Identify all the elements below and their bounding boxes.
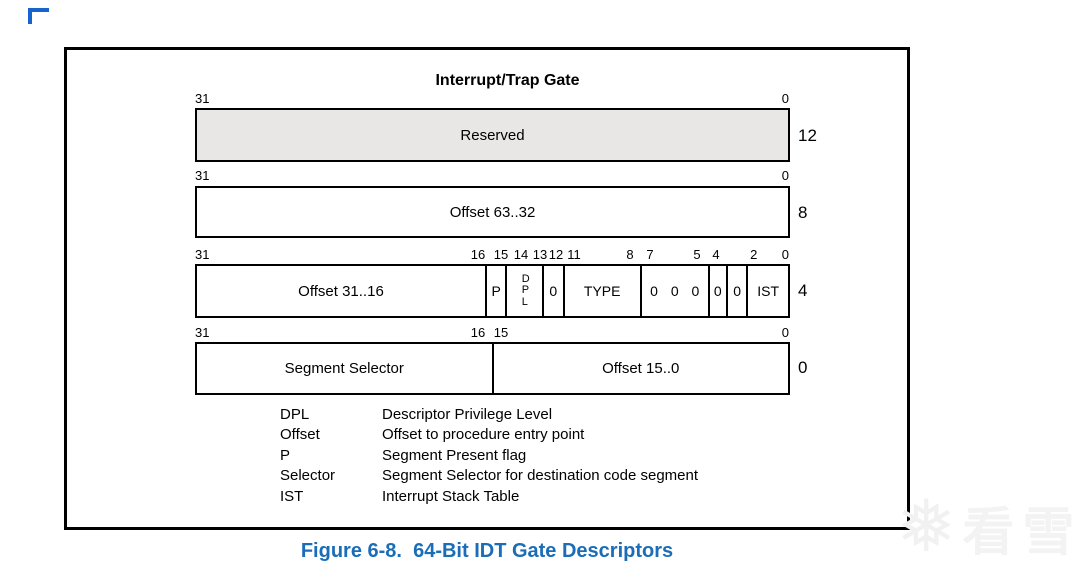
bit-labels-row-0: 31 16 15 0 (195, 325, 790, 340)
bit-label: 16 (470, 247, 486, 262)
watermark: ❅ 看雪 (896, 486, 1082, 568)
byte-offset-label: 12 (798, 126, 817, 145)
legend-row-dpl: DPL Descriptor Privilege Level (280, 406, 698, 426)
field-cell-zero-bit3: 0 (726, 266, 746, 316)
field-cell-zeros-7-5: 0 0 0 (639, 266, 708, 316)
bit-label: 16 (470, 325, 486, 340)
bit-label: 2 (750, 247, 758, 262)
byte-offset-label: 4 (798, 281, 808, 300)
byte-offset-label: 8 (798, 203, 808, 222)
bit-label: 31 (195, 325, 210, 340)
legend-definition: Offset to procedure entry point (382, 426, 585, 444)
bit-label: 31 (195, 91, 210, 106)
legend-term: IST (280, 487, 304, 505)
legend-definition: Segment Selector for destination code se… (382, 467, 699, 485)
bit-label: 0 (781, 247, 789, 262)
bit-label: 0 (781, 168, 789, 183)
field-cell-present: P (484, 266, 505, 316)
bit-label: 14 (513, 247, 529, 262)
bit-label: 5 (693, 247, 701, 262)
figure-caption: Figure 6-8. 64-Bit IDT Gate Descriptors (300, 540, 674, 562)
legend: DPL Descriptor Privilege Level Offset Of… (280, 406, 698, 508)
bit-label: 4 (712, 247, 720, 262)
bit-label: 31 (195, 247, 210, 262)
bit-label: 15 (493, 325, 509, 340)
legend-term: Offset (280, 426, 320, 444)
field-row-reserved: Reserved (195, 108, 790, 162)
bit-labels-row-4: 31 16 15 14 13 12 11 8 7 5 4 2 0 (195, 247, 790, 262)
field-cell-type: TYPE (562, 266, 640, 316)
field-row-selector-offset: Segment Selector Offset 15..0 (195, 342, 790, 395)
legend-definition: Descriptor Privilege Level (382, 406, 553, 423)
legend-row-offset: Offset Offset to procedure entry point (280, 426, 698, 446)
legend-definition: Interrupt Stack Table (382, 487, 520, 505)
bit-label: 0 (781, 325, 789, 340)
bit-labels-row-8: 31 0 (195, 168, 790, 183)
bit-label: 13 (532, 247, 548, 262)
field-cell-ist: IST (746, 266, 788, 316)
field-cell-offset-63-32: Offset 63..32 (449, 203, 536, 221)
bit-labels-row-12: 31 0 (195, 91, 790, 106)
legend-row-p: P Segment Present flag (280, 447, 698, 467)
field-cell-zero-bit4: 0 (707, 266, 726, 316)
bit-label: 31 (195, 168, 210, 183)
field-cell-offset-15-0: Offset 15..0 (491, 344, 789, 393)
field-row-offset-high: Offset 63..32 (195, 186, 790, 238)
field-cell-reserved: Reserved (460, 126, 525, 144)
field-row-attributes: Offset 31..16 P DPL 0 TYPE 0 0 0 0 0 IST (195, 264, 790, 318)
field-cell-offset-31-16: Offset 31..16 (298, 282, 384, 300)
legend-row-selector: Selector Segment Selector for destinatio… (280, 467, 698, 487)
field-cell-dpl: DPL (505, 266, 542, 316)
field-cell-segment-selector: Segment Selector (284, 360, 404, 377)
bit-label: 8 (626, 247, 634, 262)
bit-label: 11 (567, 247, 581, 262)
watermark-text: 看雪 (962, 503, 1083, 562)
selection-corner-icon (28, 8, 49, 24)
byte-offset-label: 0 (798, 358, 808, 377)
dpl-vertical-text: DPL (521, 272, 530, 308)
bit-label: 7 (646, 247, 654, 262)
bit-label: 12 (548, 247, 564, 262)
legend-definition: Segment Present flag (382, 446, 527, 464)
legend-term: DPL (280, 406, 310, 423)
legend-term: P (280, 446, 291, 464)
legend-term: Selector (280, 467, 336, 485)
bit-label: 0 (781, 91, 789, 106)
legend-row-ist: IST Interrupt Stack Table (280, 488, 698, 508)
field-cell-zero-bit12: 0 (542, 266, 562, 316)
bit-label: 15 (493, 247, 509, 262)
figure-title: Interrupt/Trap Gate (435, 72, 580, 89)
